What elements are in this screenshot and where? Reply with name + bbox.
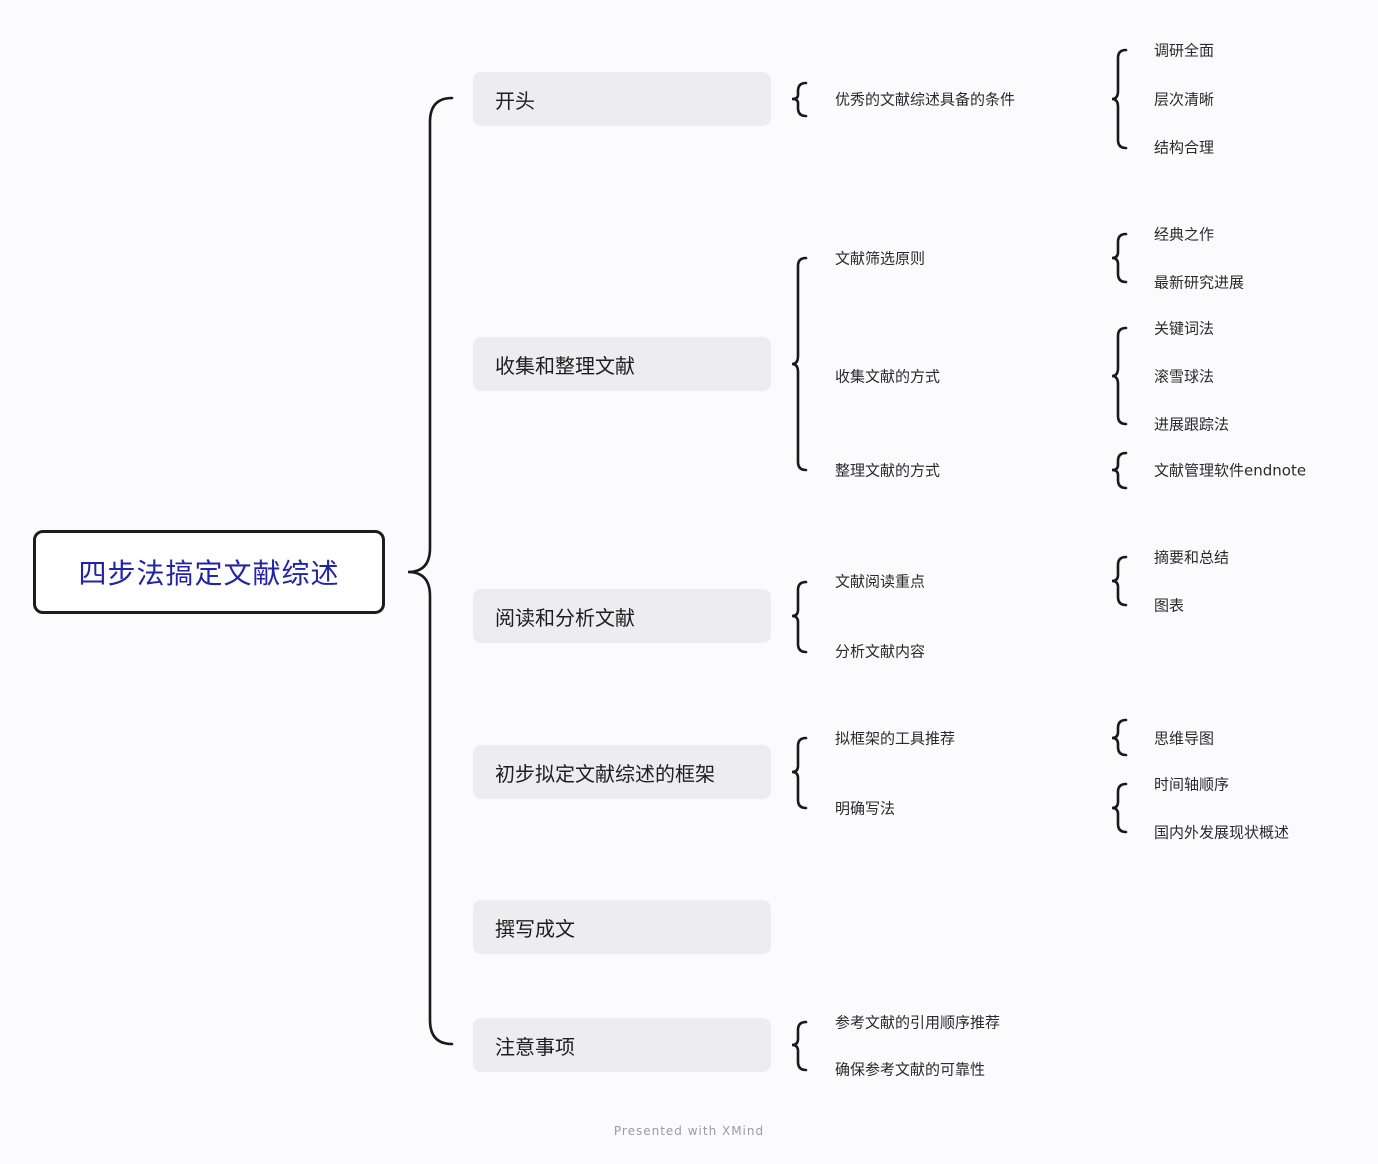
subtopic-item[interactable]: 参考文献的引用顺序推荐: [835, 1013, 1001, 1032]
leaf-item[interactable]: 关键词法: [1154, 319, 1215, 338]
leaf-item[interactable]: 进展跟踪法: [1154, 415, 1230, 434]
footer-credit: Presented with XMind: [613, 1124, 765, 1138]
leaf-item[interactable]: 思维导图: [1154, 729, 1215, 748]
leaf-item[interactable]: 最新研究进展: [1154, 273, 1245, 292]
bracket-sub-conditions: [1111, 48, 1128, 150]
bracket-branch-1: [791, 81, 808, 118]
leaf-item[interactable]: 经典之作: [1154, 225, 1215, 244]
bracket-branch-3: [791, 580, 808, 654]
bracket-branch-6: [791, 1020, 808, 1072]
leaf-item[interactable]: 滚雪球法: [1154, 367, 1215, 386]
leaf-item[interactable]: 文献管理软件endnote: [1154, 461, 1307, 480]
root-topic[interactable]: 四步法搞定文献综述: [33, 530, 385, 614]
subtopic-item[interactable]: 明确写法: [835, 799, 896, 818]
branch-opening[interactable]: 开头: [473, 72, 771, 126]
subtopic-item[interactable]: 分析文献内容: [835, 642, 926, 661]
leaf-item[interactable]: 国内外发展现状概述: [1154, 823, 1290, 842]
branch-label: 注意事项: [495, 1034, 575, 1059]
branch-read-analyze[interactable]: 阅读和分析文献: [473, 589, 771, 643]
leaf-item[interactable]: 调研全面: [1154, 41, 1215, 60]
subtopic-item[interactable]: 收集文献的方式: [835, 367, 941, 386]
bracket-sub-collect: [1111, 326, 1128, 426]
branch-notes[interactable]: 注意事项: [473, 1018, 771, 1072]
bracket-sub-writing: [1111, 782, 1128, 834]
main-bracket: [407, 96, 454, 1046]
subtopic-item[interactable]: 优秀的文献综述具备的条件: [835, 90, 1016, 109]
bracket-branch-2: [791, 256, 808, 472]
branch-label: 撰写成文: [495, 916, 575, 941]
branch-label: 开头: [495, 88, 535, 113]
bracket-sub-screening: [1111, 232, 1128, 284]
root-title: 四步法搞定文献综述: [78, 557, 340, 590]
leaf-item[interactable]: 图表: [1154, 596, 1185, 615]
leaf-item[interactable]: 时间轴顺序: [1154, 775, 1230, 794]
bracket-sub-organize: [1111, 451, 1128, 490]
branch-label: 初步拟定文献综述的框架: [495, 761, 715, 786]
subtopic-item[interactable]: 文献阅读重点: [835, 572, 926, 591]
subtopic-item[interactable]: 确保参考文献的可靠性: [835, 1060, 986, 1079]
leaf-item[interactable]: 摘要和总结: [1154, 548, 1230, 567]
leaf-item[interactable]: 层次清晰: [1154, 90, 1215, 109]
bracket-branch-4: [791, 736, 808, 810]
subtopic-item[interactable]: 整理文献的方式: [835, 461, 941, 480]
subtopic-item[interactable]: 拟框架的工具推荐: [835, 729, 956, 748]
subtopic-item[interactable]: 文献筛选原则: [835, 249, 926, 268]
bracket-sub-tools: [1111, 718, 1128, 757]
branch-framework[interactable]: 初步拟定文献综述的框架: [473, 745, 771, 799]
leaf-item[interactable]: 结构合理: [1154, 138, 1215, 157]
bracket-sub-reading: [1111, 555, 1128, 607]
branch-write[interactable]: 撰写成文: [473, 900, 771, 954]
branch-label: 阅读和分析文献: [495, 605, 635, 630]
branch-label: 收集和整理文献: [495, 353, 635, 378]
branch-collect-organize[interactable]: 收集和整理文献: [473, 337, 771, 391]
